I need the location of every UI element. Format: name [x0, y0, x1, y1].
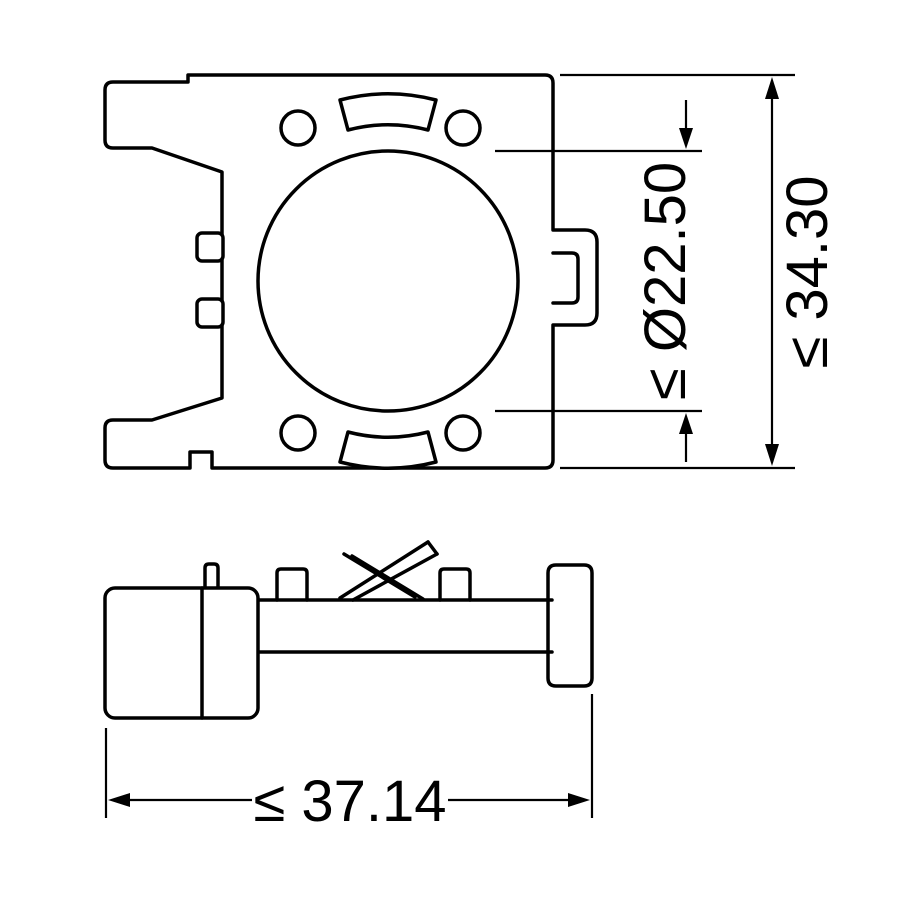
- front-view: [103, 73, 599, 470]
- mount-hole-bottom-left: [279, 414, 317, 452]
- arrow-up-icon: [679, 413, 693, 434]
- arrow-up-icon: [765, 77, 779, 99]
- arrow-down-icon: [679, 128, 693, 149]
- bar-tab-right: [438, 567, 472, 602]
- slot-top: [338, 92, 438, 132]
- clip-strip-cap: [426, 540, 439, 556]
- right-hook: [546, 563, 594, 688]
- dim-inner-diameter: ≤ Ø22.50: [495, 100, 702, 462]
- dim-overall-height: ≤ 34.30: [560, 73, 840, 470]
- arrow-right-icon: [568, 793, 590, 807]
- mount-hole-top-left: [279, 109, 317, 147]
- side-view: [103, 540, 594, 720]
- slot-bottom: [338, 430, 438, 470]
- mount-hole-bottom-right: [444, 414, 482, 452]
- left-bump-top: [195, 231, 225, 263]
- clip-cross-line-2: [342, 552, 417, 599]
- connector-block: [103, 586, 260, 720]
- left-bump-bottom: [195, 297, 225, 329]
- clip-strip-line-1: [338, 540, 430, 600]
- dim-overall-width: ≤ 37.14: [104, 694, 594, 834]
- dim-label-inner-diameter: ≤ Ø22.50: [633, 162, 698, 400]
- clip-tab-notch: [551, 251, 580, 305]
- block-pin: [203, 562, 220, 590]
- center-hole: [256, 149, 520, 413]
- dim-label-overall-height: ≤ 34.30: [775, 175, 840, 368]
- arrow-down-icon: [765, 444, 779, 466]
- mount-hole-top-right: [444, 109, 482, 147]
- dim-label-overall-width: ≤ 37.14: [253, 769, 446, 834]
- arrow-left-icon: [108, 793, 130, 807]
- bar-tab-left: [275, 567, 309, 602]
- spring-clip-cross: [338, 540, 439, 602]
- clip-cross-line-1: [350, 554, 425, 601]
- clip-strip-line-2: [351, 552, 439, 602]
